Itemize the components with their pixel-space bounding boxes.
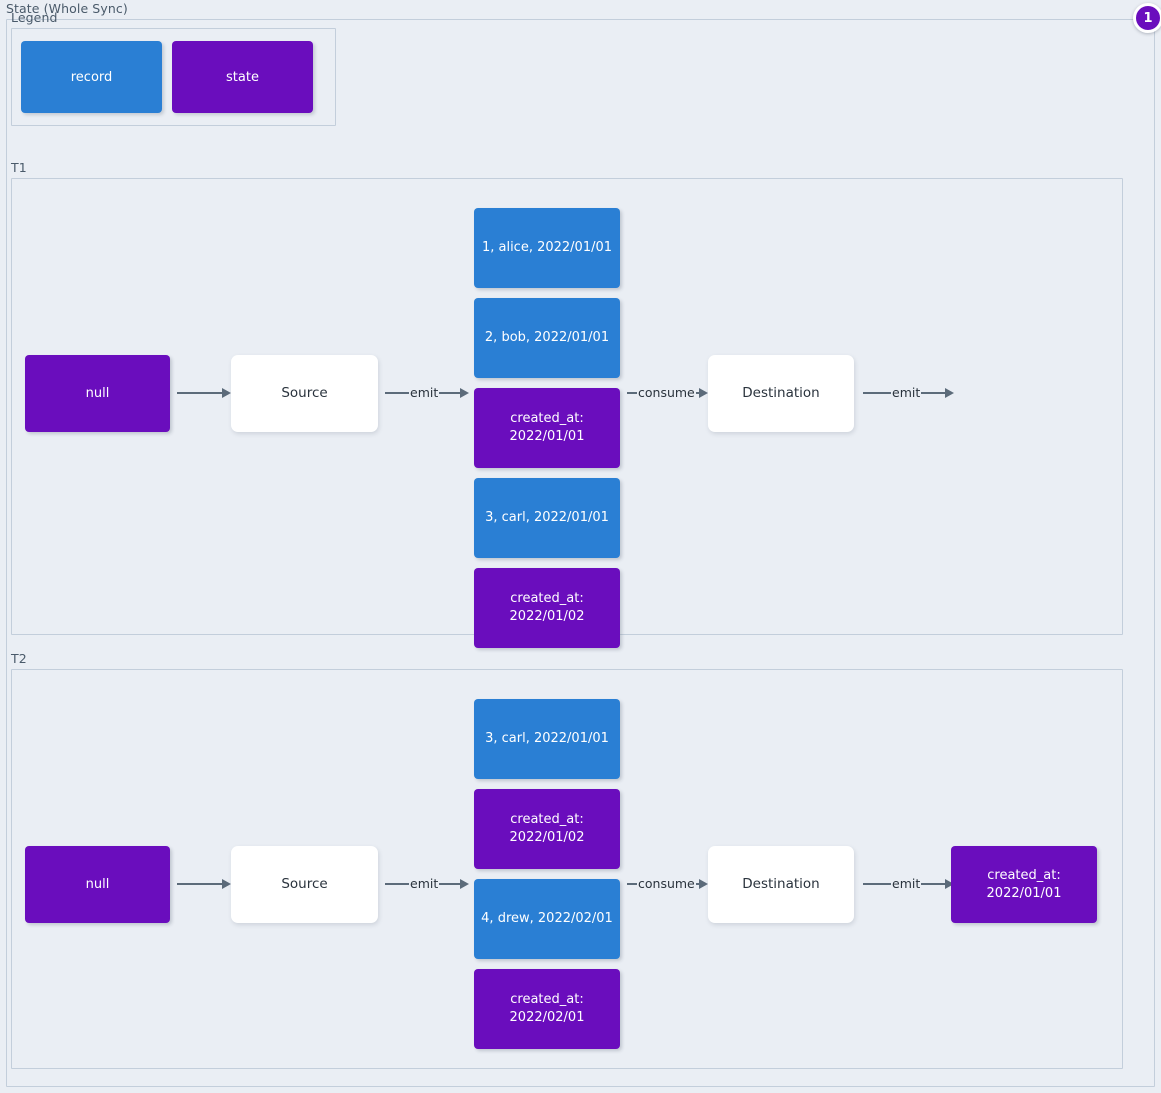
t1-arrow-consume-label: consume [638,384,695,400]
section-t2-label: T2 [11,651,27,666]
t2-stream-item-0: 3, carl, 2022/01/01 [474,699,620,779]
t2-arrow-dest-emit-label: emit [892,875,921,891]
t2-arrow-dest-emit: emit [863,877,958,891]
t1-stream-item-4: created_at: 2022/01/02 [474,568,620,648]
t1-stream-item-2: created_at: 2022/01/01 [474,388,620,468]
t1-source: Source [231,355,378,432]
t2-arrow-consume-label: consume [638,875,695,891]
t2-arrow-emit: emit [385,877,475,891]
legend-group: Legend record state [11,10,336,126]
t2-stream-item-1: created_at: 2022/01/02 [474,789,620,869]
diagram-title: State (Whole Sync) [6,1,128,16]
t1-arrow-emit: emit [385,386,475,400]
section-t1: T1 null Source emit 1, alice, 2022/01/01… [11,160,1123,648]
t2-arrow-consume: consume [627,877,712,891]
t1-stream-item-1: 2, bob, 2022/01/01 [474,298,620,378]
legend-label: Legend [11,10,58,25]
t1-arrow-dest-emit-label: emit [892,384,921,400]
t1-arrow-emit-label: emit [410,384,439,400]
t2-stream-item-3: created_at: 2022/02/01 [474,969,620,1049]
legend-chip-state: state [172,41,313,113]
t1-arrow-state-to-source [177,386,232,400]
t1-arrow-consume: consume [627,386,712,400]
section-t1-label: T1 [11,160,27,175]
t1-state-in: null [25,355,170,432]
t2-source: Source [231,846,378,923]
section-t2: T2 null Source emit 3, carl, 2022/01/01 … [11,651,1123,1069]
t1-stream-item-0: 1, alice, 2022/01/01 [474,208,620,288]
t1-arrow-dest-emit: emit [863,386,958,400]
t2-arrow-state-to-source [177,877,232,891]
t2-state-in: null [25,846,170,923]
legend-items: record state [11,28,336,126]
t2-state-out: created_at: 2022/01/01 [951,846,1097,923]
t2-arrow-emit-label: emit [410,875,439,891]
t1-destination: Destination [708,355,854,432]
legend-chip-record: record [21,41,162,113]
t2-stream-item-2: 4, drew, 2022/02/01 [474,879,620,959]
t2-destination: Destination [708,846,854,923]
step-badge[interactable]: 1 [1133,3,1161,33]
t1-stream-item-3: 3, carl, 2022/01/01 [474,478,620,558]
